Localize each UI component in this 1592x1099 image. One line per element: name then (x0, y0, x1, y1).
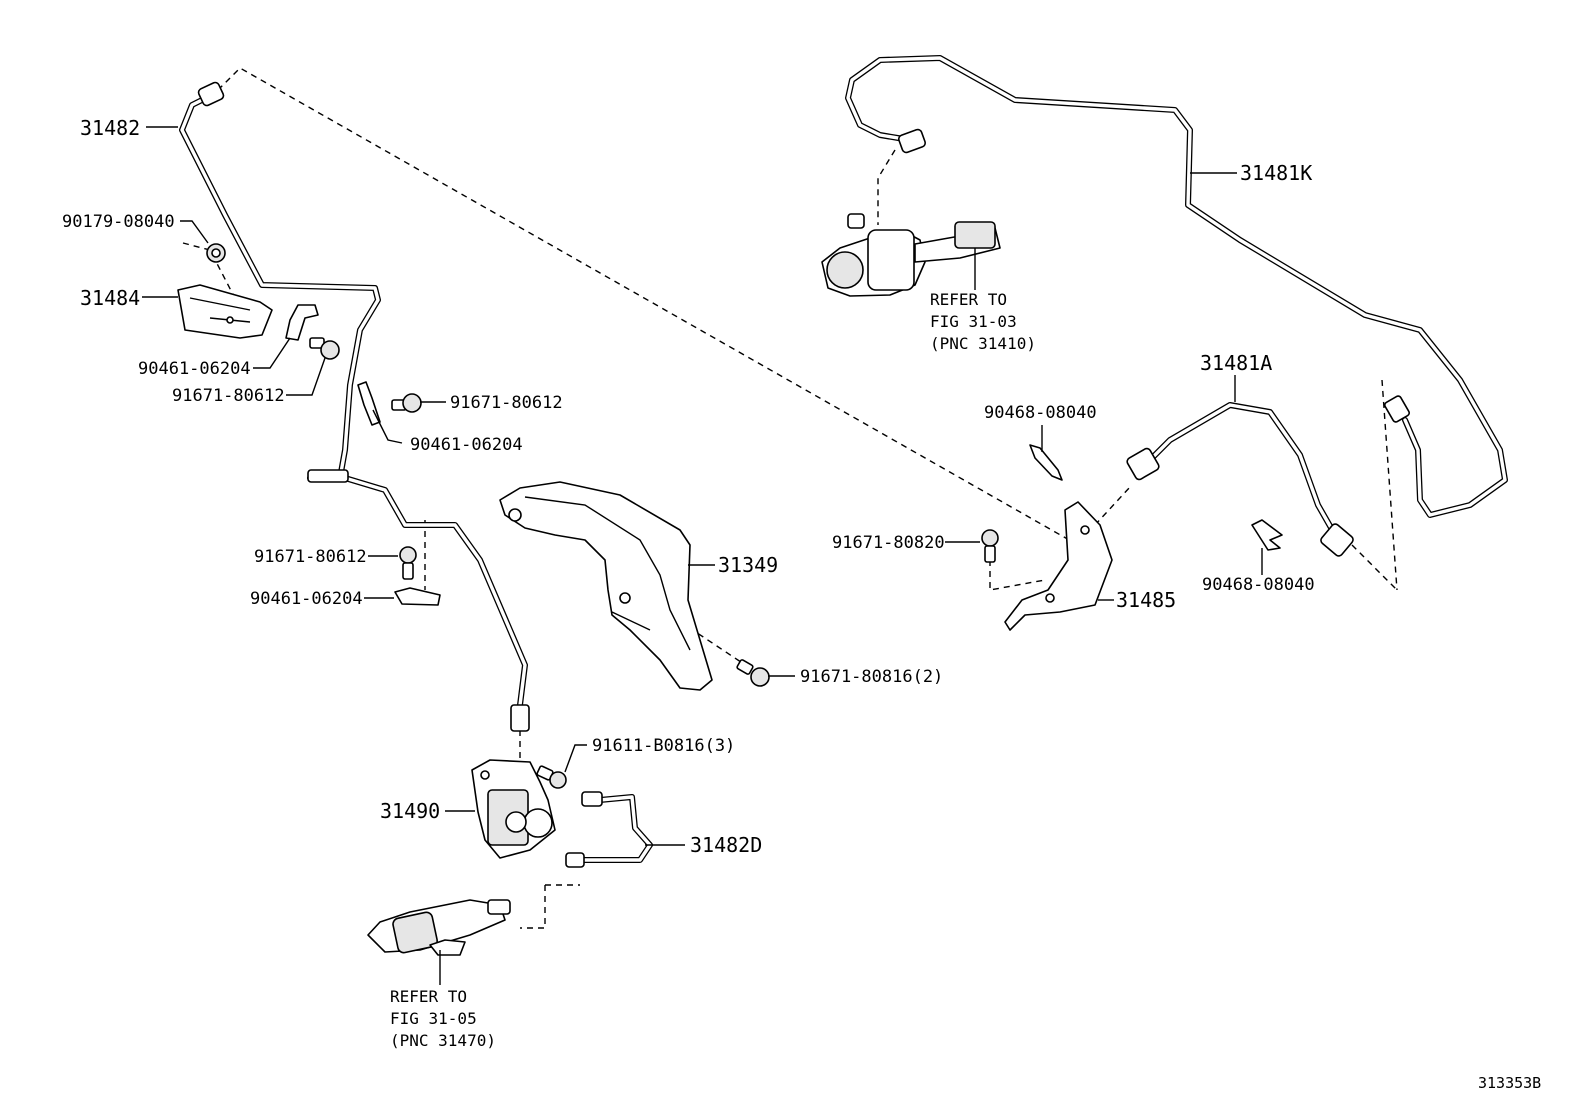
part-labels: 31482 90179-08040 31484 90461-06204 9167… (62, 116, 1315, 857)
label-91671-80816: 91671-80816(2) (800, 667, 943, 687)
nut-90179-08040 (206, 243, 226, 263)
label-31349: 31349 (718, 553, 778, 577)
label-90468-08040-b: 90468-08040 (1202, 575, 1315, 595)
label-31482: 31482 (80, 116, 140, 140)
label-90179-08040: 90179-08040 (62, 212, 175, 232)
bolt-91671-80612-b (391, 393, 422, 413)
label-90468-08040-a: 90468-08040 (984, 403, 1097, 423)
bolt-91611-B0816 (536, 765, 567, 789)
refer-note-top: REFER TO FIG 31-03 (PNC 31410) (930, 290, 1036, 353)
pipe-31482 (179, 81, 530, 732)
refer-bottom-line1: REFER TO (390, 987, 467, 1006)
hose-31481A (1126, 402, 1354, 557)
figure-id: 313353B (1478, 1074, 1541, 1092)
pipe-31482D (565, 791, 653, 868)
bolt-91671-80612-c (399, 546, 417, 580)
label-31484: 31484 (80, 286, 140, 310)
label-31481A: 31481A (1200, 351, 1272, 375)
master-cylinder (821, 213, 1001, 297)
slave-cylinder (367, 899, 511, 956)
label-91671-80612-c: 91671-80612 (254, 547, 367, 567)
label-90461-06204-b: 90461-06204 (410, 435, 523, 455)
refer-top-line3: (PNC 31410) (930, 334, 1036, 353)
refer-top-line1: REFER TO (930, 290, 1007, 309)
leader-lines (142, 126, 1263, 985)
label-91671-80612-a: 91671-80612 (172, 386, 285, 406)
refer-bottom-line3: (PNC 31470) (390, 1031, 496, 1050)
dashed-reference-lines (182, 67, 1398, 929)
label-91671-80612-b: 91671-80612 (450, 393, 563, 413)
refer-top-line2: FIG 31-03 (930, 312, 1017, 331)
refer-note-bottom: REFER TO FIG 31-05 (PNC 31470) (390, 987, 496, 1050)
label-90461-06204-a: 90461-06204 (138, 359, 251, 379)
pipe-31481K (845, 55, 1508, 518)
label-31485: 31485 (1116, 588, 1176, 612)
clamp-90461-06204-a (285, 304, 319, 341)
bracket-31485 (1004, 501, 1113, 631)
label-31481K: 31481K (1240, 161, 1312, 185)
bracket-31349 (499, 481, 713, 691)
label-91671-80820: 91671-80820 (832, 533, 945, 553)
bracket-31484 (177, 284, 273, 339)
refer-bottom-line2: FIG 31-05 (390, 1009, 477, 1028)
cylinder-31490 (471, 759, 556, 859)
label-90461-06204-c: 90461-06204 (250, 589, 363, 609)
bolt-91671-80612-a (309, 337, 340, 360)
clip-90468-08040-b (1251, 519, 1283, 551)
clip-90468-08040-a (1029, 444, 1063, 481)
label-91611-B0816: 91611-B0816(3) (592, 736, 735, 756)
bolt-91671-80820 (981, 529, 999, 563)
label-31482D: 31482D (690, 833, 762, 857)
label-31490: 31490 (380, 799, 440, 823)
bolt-91671-80816 (736, 659, 770, 687)
clamp-90461-06204-c (394, 587, 441, 606)
